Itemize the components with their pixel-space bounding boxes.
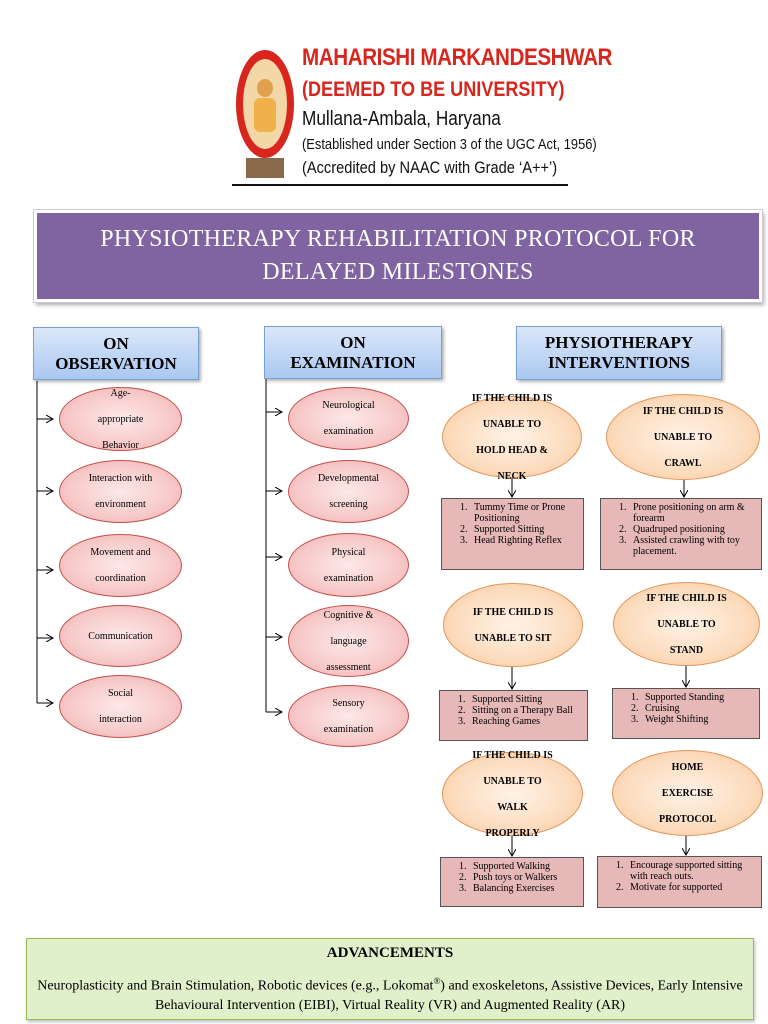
intervention-list: Supported Sitting Sitting on a Therapy B…: [439, 690, 588, 741]
title-line-1: PHYSIOTHERAPY REHABILITATION PROTOCOL FO…: [100, 226, 696, 252]
logo-line-location: Mullana-Ambala, Haryana: [302, 108, 501, 130]
logo-line-established: (Established under Section 3 of the UGC …: [302, 136, 597, 153]
logo-line-accreditation: (Accredited by NAAC with Grade ‘A++’): [302, 158, 558, 177]
page-title: PHYSIOTHERAPY REHABILITATION PROTOCOL FO…: [33, 209, 763, 303]
advancements-title: ADVANCEMENTS: [326, 945, 454, 961]
list-item: Supported Sitting: [468, 694, 583, 705]
header-interventions-line-1: PHYSIOTHERAPY: [544, 333, 694, 352]
logo-line-deemed: (DEEMED TO BE UNIVERSITY): [302, 78, 565, 101]
header-interventions-line-2: INTERVENTIONS: [547, 353, 691, 372]
intervention-list: Prone positioning on arm & forearm Quadr…: [600, 498, 762, 570]
list-item: Balancing Exercises: [469, 883, 579, 894]
list-item: Supported Sitting: [470, 524, 579, 535]
list-item: Supported Walking: [469, 861, 579, 872]
university-seal-icon: [234, 46, 296, 180]
header-observation-line-2: OBSERVATION: [55, 353, 177, 373]
list-item: Tummy Time or Prone Positioning: [470, 502, 579, 524]
title-line-2: DELAYED MILESTONES: [262, 259, 534, 285]
intervention-list: Tummy Time or Prone Positioning Supporte…: [441, 498, 584, 570]
list-item: Head Righting Reflex: [470, 535, 579, 546]
list-item: Cruising: [641, 703, 755, 714]
list-item: Sitting on a Therapy Ball: [468, 705, 583, 716]
list-item: Encourage supported sitting with reach o…: [626, 860, 757, 882]
header-examination-line-2: EXAMINATION: [290, 352, 416, 372]
university-logo: MAHARISHI MARKANDESHWAR (DEEMED TO BE UN…: [232, 42, 612, 186]
advancements-box: ADVANCEMENTS Neuroplasticity and Brain S…: [26, 938, 754, 1020]
list-item: Supported Standing: [641, 692, 755, 703]
header-examination-line-1: ON: [340, 332, 366, 352]
advancements-text: Neuroplasticity and Brain Stimulation, R…: [37, 976, 743, 1013]
list-item: Reaching Games: [468, 716, 583, 727]
intervention-list: Encourage supported sitting with reach o…: [597, 856, 762, 908]
list-item: Assisted crawling with toy placement.: [629, 535, 757, 557]
intervention-list: Supported Standing Cruising Weight Shift…: [612, 688, 760, 739]
list-item: Prone positioning on arm & forearm: [629, 502, 757, 524]
list-item: Motivate for supported: [626, 882, 757, 893]
list-item: Weight Shifting: [641, 714, 755, 725]
list-item: Quadruped positioning: [629, 524, 757, 535]
list-item: Push toys or Walkers: [469, 872, 579, 883]
logo-line-university-name: MAHARISHI MARKANDESHWAR: [302, 44, 613, 71]
intervention-list: Supported Walking Push toys or Walkers B…: [440, 857, 584, 907]
observation-item: Communication: [59, 605, 182, 667]
header-observation-line-1: ON: [103, 333, 129, 353]
